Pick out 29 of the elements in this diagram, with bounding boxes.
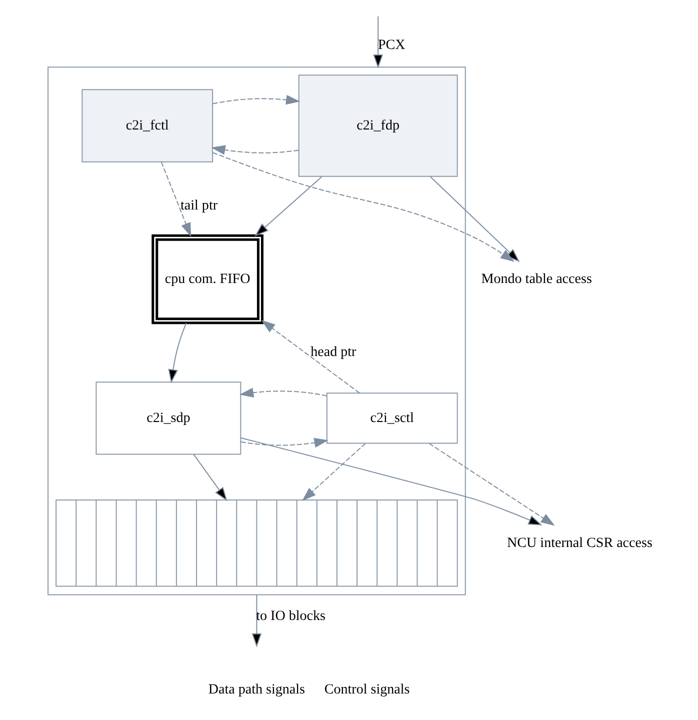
arrow [212, 152, 514, 262]
arrow [240, 437, 542, 526]
arrow [212, 94, 300, 105]
legend-label: Data path signals [208, 681, 305, 698]
edge-label: PCX [377, 37, 405, 54]
arrow [160, 162, 191, 237]
arrow [238, 388, 326, 398]
edge-label: to IO blocks [256, 608, 325, 624]
node-box: c2i_sdp [95, 382, 241, 455]
node-text: NCU internal CSR access [506, 534, 652, 551]
edge-label: head ptr [310, 344, 356, 360]
node-box: c2i_sctl [326, 392, 458, 444]
arrow [372, 16, 383, 69]
arrow [240, 438, 328, 448]
node-box: cpu com. FIFO [151, 234, 263, 324]
arrow [192, 454, 227, 502]
arrow [210, 145, 298, 155]
arrow [302, 443, 366, 501]
legend-label: Control signals [324, 681, 410, 698]
arrow [168, 322, 186, 384]
arrow [260, 320, 360, 394]
node-box: c2i_fctl [81, 89, 213, 162]
arrow [254, 176, 322, 236]
node-text: Mondo table access [480, 270, 592, 287]
edge-label: tail ptr [180, 198, 218, 214]
arrow [428, 443, 554, 526]
node-box: c2i_fdp [298, 74, 458, 177]
arrow [251, 594, 262, 648]
cluster [47, 66, 466, 596]
